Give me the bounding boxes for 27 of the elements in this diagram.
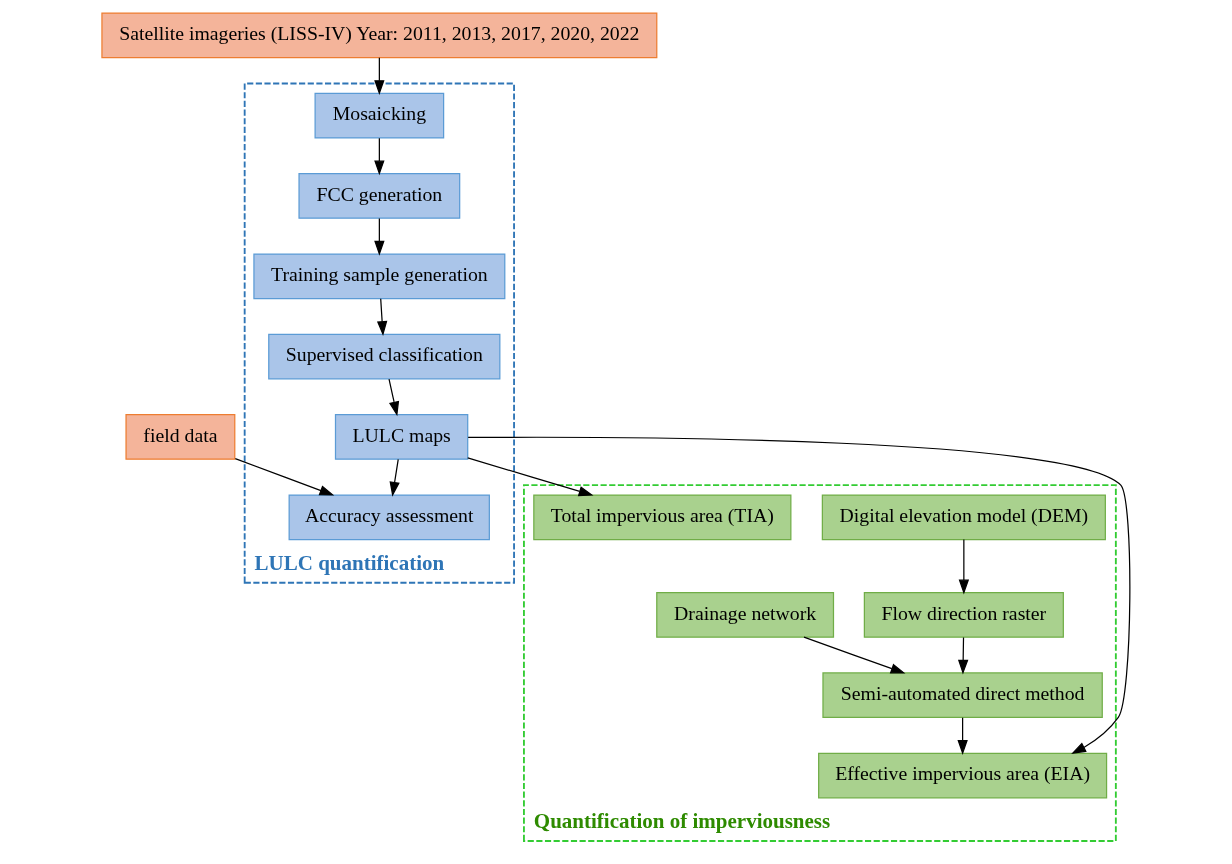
node-box: Effective impervious area (EIA) (818, 752, 1108, 799)
node-box: Satellite imageries (LISS-IV) Year: 2011, 2013, 2017, 2020, 2022 (101, 12, 658, 59)
arrow (467, 436, 1131, 754)
arrow (374, 217, 385, 256)
arrow (958, 539, 970, 595)
arrow (234, 458, 335, 496)
node-box: Drainage network (656, 592, 835, 638)
arrow (388, 378, 400, 417)
arrow (467, 457, 594, 497)
node-box: Supervised classification (268, 333, 501, 380)
arrow (957, 717, 968, 755)
arrow (374, 137, 385, 176)
node-box: Flow direction raster (863, 592, 1064, 638)
arrow (376, 298, 388, 336)
node-box: LULC maps (334, 414, 469, 460)
arrow (957, 636, 969, 675)
node-box: Digital elevation model (DEM) (821, 494, 1106, 541)
node-box: field data (125, 414, 236, 460)
arrow (389, 458, 400, 497)
node-box: Total impervious area (TIA) (533, 494, 792, 541)
arrow (374, 57, 385, 96)
node-box: Mosaicking (314, 92, 445, 139)
node-box: Training sample generation (253, 253, 506, 300)
node-box: Semi-automated direct method (822, 672, 1103, 719)
arrow (803, 636, 906, 674)
node-box: FCC generation (298, 173, 461, 219)
node-box: Accuracy assessment (288, 494, 490, 541)
